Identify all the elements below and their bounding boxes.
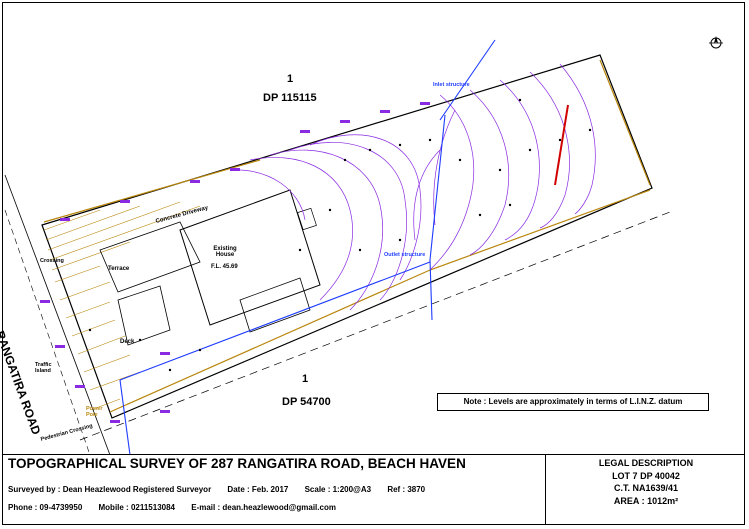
survey-ref: Ref : 3870 xyxy=(387,485,426,494)
existing-house-outline xyxy=(179,189,321,326)
survey-plan xyxy=(4,39,671,455)
title-block xyxy=(2,454,745,526)
traffic-island-label: Traffic Island xyxy=(35,362,52,374)
phone: Phone : 09-4739950 xyxy=(8,503,83,512)
survey-scale: Scale : 1:200@A3 xyxy=(304,485,372,494)
hatched-area xyxy=(43,201,201,409)
spot-levels xyxy=(88,98,592,372)
north-arrow-icon xyxy=(708,35,724,51)
north-parcel-number: 1 xyxy=(287,73,294,85)
contact-row: Phone : 09-4739950 Mobile : 0211513084 E… xyxy=(8,503,350,512)
survey-annotation-marks xyxy=(40,102,430,423)
south-parcel-dp: DP 54700 xyxy=(282,396,331,408)
email: E-mail : dean.heazlewood@gmail.com xyxy=(191,503,336,512)
survey-title: TOPOGRAPHICAL SURVEY OF 287 RANGATIRA RO… xyxy=(8,456,466,471)
tree-line xyxy=(554,104,569,186)
survey-date: Date : Feb. 2017 xyxy=(227,485,289,494)
north-parcel-dp: DP 115115 xyxy=(263,92,317,104)
south-parcel-number: 1 xyxy=(302,373,309,385)
datum-note: Note : Levels are approximately in terms… xyxy=(437,393,709,411)
existing-house-label: Existing House xyxy=(213,246,237,258)
mobile: Mobile : 0211513084 xyxy=(98,503,176,512)
road-centre-line xyxy=(4,209,91,455)
fence-line-north xyxy=(43,159,261,223)
lot-boundary xyxy=(41,54,653,419)
shed-outline xyxy=(297,207,317,231)
fence-line-east xyxy=(599,59,651,186)
legal-ct: C.T. NA1639/41 xyxy=(613,483,679,493)
legal-area: AREA : 1012m² xyxy=(613,495,679,506)
legal-description-block: LEGAL DESCRIPTION LOT 7 DP 40042 C.T. NA… xyxy=(545,454,746,525)
crossing-label: Crossing xyxy=(40,258,64,264)
power-pole-label: Power Pole xyxy=(86,406,103,418)
surveyed-by: Surveyed by : Dean Heazlewood Registered… xyxy=(8,485,212,494)
house-floor-level: F.L. 45.69 xyxy=(211,264,238,270)
terrace-label: Terrace xyxy=(108,266,130,272)
deck-outline xyxy=(117,285,171,346)
road-edge-line xyxy=(4,174,111,455)
survey-details-row: Surveyed by : Dean Heazlewood Registered… xyxy=(8,485,439,494)
legal-heading: LEGAL DESCRIPTION xyxy=(598,458,694,468)
legal-lot: LOT 7 DP 40042 xyxy=(612,470,680,481)
deck-label: Deck xyxy=(120,339,135,345)
south-dashed-line xyxy=(79,211,671,441)
stormwater-lines xyxy=(119,39,496,455)
contour-lines xyxy=(229,63,596,311)
garage-outline xyxy=(239,277,311,333)
terrace-outline xyxy=(99,221,201,293)
outlet-structure-label: Outlet structure xyxy=(384,252,426,258)
inlet-structure-label: Inlet structure xyxy=(433,82,470,88)
